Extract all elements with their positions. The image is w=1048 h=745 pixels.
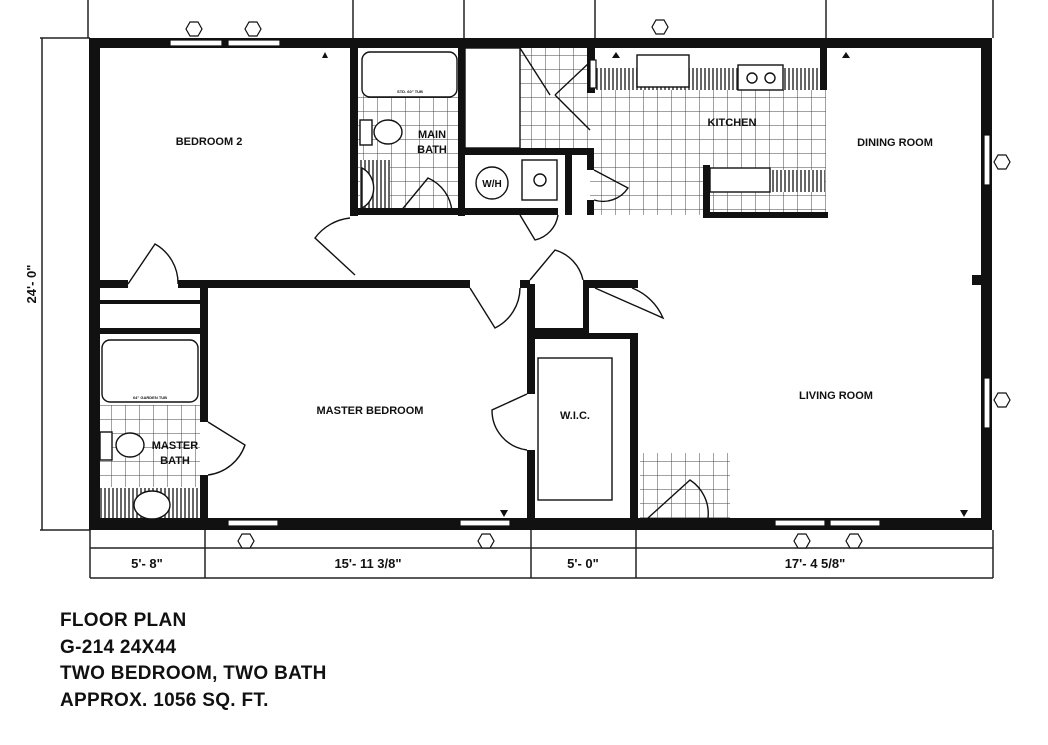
room-label-wic: W.I.C. [560, 410, 590, 422]
doors [127, 47, 709, 519]
room-label-master-bath-2: BATH [160, 455, 190, 467]
floor-plan-drawing: BEDROOM 2 MAIN BATH KITCHEN DINING ROOM … [24, 0, 1011, 579]
plan-caption: FLOOR PLAN G-214 24X44 TWO BEDROOM, TWO … [60, 608, 327, 714]
windows [169, 39, 991, 527]
room-label-dining-room: DINING ROOM [857, 137, 933, 149]
room-label-kitchen: KITCHEN [708, 117, 757, 129]
main-tub [361, 51, 458, 98]
caption-title: FLOOR PLAN [60, 610, 187, 631]
water-heater-icon [475, 166, 509, 200]
window-tags [185, 19, 1011, 549]
detector-icons [322, 52, 968, 517]
island-top [709, 167, 771, 193]
kitchen-counter [595, 68, 825, 90]
dimension-bottom-4: 17'- 4 5/8" [785, 556, 846, 571]
dimension-depth: 24'- 0" [24, 265, 39, 304]
dimension-bottom-1: 5'- 8" [131, 556, 163, 571]
caption-rooms: TWO BEDROOM, TWO BATH [60, 663, 327, 684]
room-label-master-bedroom: MASTER BEDROOM [317, 405, 424, 417]
wic-shelf [537, 357, 613, 501]
caption-model: G-214 24X44 [60, 636, 177, 658]
dimension-bottom-2: 15'- 11 3/8" [334, 556, 401, 571]
range-icon [737, 64, 784, 91]
fixtures [99, 47, 784, 520]
dimension-bottom-3: 5'- 0" [567, 556, 599, 571]
garden-tub [101, 339, 199, 403]
main-toilet-icon [373, 119, 403, 145]
kitchen-sink-icon [636, 54, 690, 88]
caption-area: APPROX. 1056 SQ. FT. [60, 689, 269, 711]
main-tub-label: STD. 60" TUB [397, 89, 423, 94]
water-heater-label: W/H [482, 179, 501, 190]
room-label-living-room: LIVING ROOM [799, 390, 873, 402]
room-label-main-bath-2: BATH [417, 144, 447, 156]
master-sink-icon [133, 490, 171, 520]
garden-tub-label: 64" GARDEN TUB [133, 395, 167, 400]
walls [89, 38, 992, 530]
master-toilet-icon [115, 432, 145, 458]
room-label-bedroom-2: BEDROOM 2 [176, 136, 243, 148]
main-sink-icon [361, 166, 375, 210]
dimension-lines [40, 0, 994, 579]
linen-closet [464, 47, 521, 149]
rear-entry-floor [640, 453, 730, 518]
room-label-master-bath: MASTER [152, 440, 199, 452]
room-label-main-bath: MAIN [418, 129, 446, 141]
